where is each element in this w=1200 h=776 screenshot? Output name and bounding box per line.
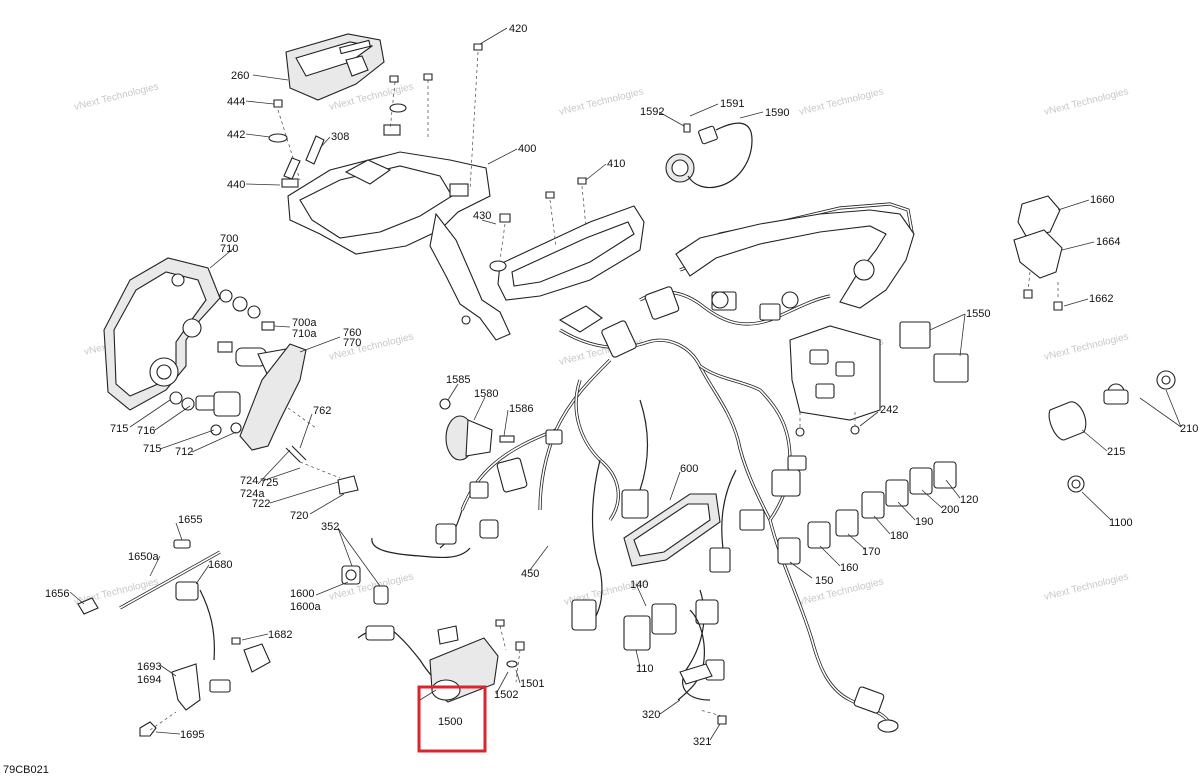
callout-442[interactable]: 442 (227, 129, 245, 141)
watermark: vNext Technologies (1043, 571, 1130, 603)
callout-716[interactable]: 716 (137, 425, 155, 437)
callout-1550[interactable]: 1550 (966, 308, 990, 320)
callout-160[interactable]: 160 (840, 562, 858, 574)
sensor-1590 (665, 122, 753, 189)
callout-1591[interactable]: 1591 (720, 98, 744, 110)
callout-352[interactable]: 352 (321, 521, 339, 533)
callout-308[interactable]: 308 (331, 131, 349, 143)
horn-1580 (439, 398, 515, 461)
callout-1501[interactable]: 1501 (520, 678, 544, 690)
callout-770[interactable]: 770 (343, 337, 361, 349)
callout-1600[interactable]: 1600 (290, 588, 314, 600)
callout-140[interactable]: 140 (630, 579, 648, 591)
callout-410[interactable]: 410 (607, 158, 625, 170)
callout-200[interactable]: 200 (941, 504, 959, 516)
callout-420[interactable]: 420 (509, 23, 527, 35)
watermark: vNext Technologies (1043, 86, 1130, 118)
callout-215[interactable]: 215 (1107, 446, 1125, 458)
callout-1662[interactable]: 1662 (1089, 293, 1113, 305)
callout-242[interactable]: 242 (880, 404, 898, 416)
leader-lines (69, 27, 1182, 741)
callout-1660[interactable]: 1660 (1090, 194, 1114, 206)
shifter-hardware (169, 289, 359, 495)
watermark: vNext Technologies (328, 571, 415, 603)
callout-170[interactable]: 170 (862, 546, 880, 558)
sensor-1600 (341, 537, 471, 605)
callout-1655[interactable]: 1655 (178, 514, 202, 526)
callout-120[interactable]: 120 (960, 494, 978, 506)
callout-1502[interactable]: 1502 (494, 689, 518, 701)
shifter-housing-700 (103, 257, 221, 411)
connectors-110-140 (623, 603, 727, 725)
watermark: vNext Technologies (798, 576, 885, 608)
switches-210-215-1100 (1048, 370, 1176, 493)
callout-450[interactable]: 450 (521, 568, 539, 580)
callout-1694[interactable]: 1694 (137, 674, 161, 686)
callout-1664[interactable]: 1664 (1096, 236, 1120, 248)
callout-430[interactable]: 430 (473, 210, 491, 222)
highlight-box-1500 (417, 685, 487, 753)
callout-1656[interactable]: 1656 (45, 588, 69, 600)
watermark: vNext Technologies (798, 86, 885, 118)
callout-715[interactable]: 715 (143, 443, 161, 455)
callout-1650a[interactable]: 1650a (128, 551, 159, 563)
callout-710[interactable]: 710 (220, 243, 238, 255)
callout-210[interactable]: 210 (1180, 423, 1198, 435)
callout-400[interactable]: 400 (518, 143, 536, 155)
callout-1682[interactable]: 1682 (268, 629, 292, 641)
callout-1600a[interactable]: 1600a (290, 601, 321, 613)
callout-260[interactable]: 260 (231, 70, 249, 82)
headlight-frame (675, 209, 915, 309)
callout-444[interactable]: 444 (227, 96, 245, 108)
callout-1680[interactable]: 1680 (208, 559, 232, 571)
callout-1695[interactable]: 1695 (180, 729, 204, 741)
fuse-box-1550 (789, 321, 969, 437)
watermark: vNext Technologies (1043, 331, 1130, 363)
dash-cover-260 (285, 33, 385, 101)
callout-600[interactable]: 600 (680, 463, 698, 475)
fuse-bracket-410 (489, 177, 645, 301)
callout-710a[interactable]: 710a (292, 328, 317, 340)
callout-320[interactable]: 320 (642, 709, 660, 721)
gauge-600 (623, 493, 721, 567)
callout-1586[interactable]: 1586 (509, 403, 533, 415)
callout-321[interactable]: 321 (693, 736, 711, 748)
callout-150[interactable]: 150 (815, 575, 833, 587)
callout-1100[interactable]: 1100 (1109, 517, 1133, 529)
callout-440[interactable]: 440 (227, 179, 245, 191)
callout-722[interactable]: 722 (252, 498, 270, 510)
watermark: vNext Technologies (558, 86, 645, 118)
watermark: vNext Technologies (328, 331, 415, 363)
callout-1585[interactable]: 1585 (446, 374, 470, 386)
callout-1592[interactable]: 1592 (640, 106, 664, 118)
module-1660 (1013, 195, 1063, 311)
callout-190[interactable]: 190 (915, 516, 933, 528)
callout-724a[interactable]: 724a (240, 488, 265, 500)
small-hardware-top (268, 43, 483, 191)
callout-700a[interactable]: 700a (292, 317, 317, 329)
callout-1580[interactable]: 1580 (474, 388, 498, 400)
callout-labels: 420 260 444 442 308 440 400 410 430 1592… (45, 23, 1198, 748)
callout-762[interactable]: 762 (313, 405, 331, 417)
callout-715[interactable]: 715 (110, 423, 128, 435)
dash-bracket-400 (281, 124, 511, 341)
switch-bank (777, 461, 957, 565)
diagram-code: 79CB021 (3, 764, 49, 776)
callout-110[interactable]: 110 (636, 663, 654, 675)
callout-725[interactable]: 725 (260, 477, 278, 489)
callout-712[interactable]: 712 (175, 446, 193, 458)
callout-700[interactable]: 700 (220, 233, 238, 245)
callout-724[interactable]: 724 (240, 475, 258, 487)
callout-1500[interactable]: 1500 (438, 716, 462, 728)
callout-1693[interactable]: 1693 (137, 661, 161, 673)
callout-180[interactable]: 180 (890, 530, 908, 542)
watermark: vNext Technologies (73, 81, 160, 113)
sensor-1680-assembly (77, 539, 271, 737)
callout-760[interactable]: 760 (343, 327, 361, 339)
callout-1590[interactable]: 1590 (765, 107, 789, 119)
callout-720[interactable]: 720 (290, 510, 308, 522)
